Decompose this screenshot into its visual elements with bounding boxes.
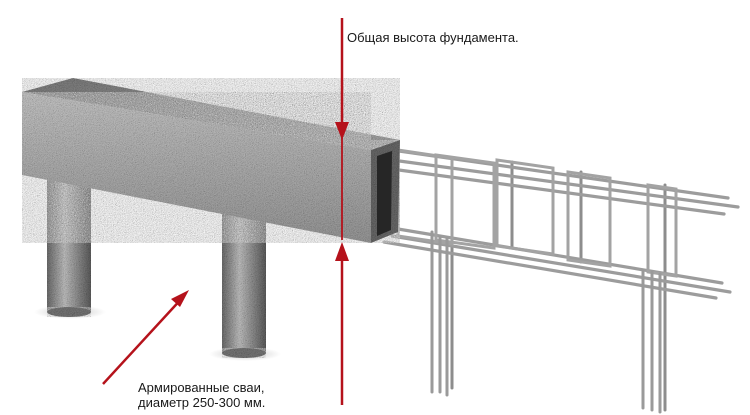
piles-label: Армированные сваи, диаметр 250-300 мм. xyxy=(138,380,265,410)
pile-left xyxy=(47,170,91,317)
concrete-beam xyxy=(22,78,400,243)
height-arrow-top-head xyxy=(335,122,349,140)
pile-pointer-head xyxy=(171,290,189,307)
total-height-label: Общая высота фундамента. xyxy=(347,30,519,45)
piles-label-line2: диаметр 250-300 мм. xyxy=(138,395,266,410)
height-dimension xyxy=(335,18,349,405)
piles-label-line1: Армированные сваи, xyxy=(138,380,265,395)
pile-right xyxy=(222,205,266,358)
pile-pointer-line xyxy=(102,295,185,385)
rebar-cage xyxy=(382,148,740,414)
pile-pointer-arrow xyxy=(102,290,189,385)
height-arrow-bottom-head xyxy=(335,242,349,261)
